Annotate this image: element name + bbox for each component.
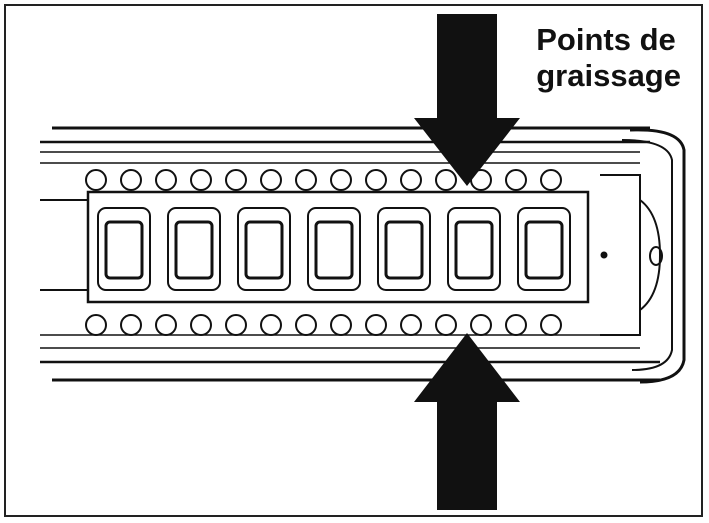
bearing-cage: [86, 190, 590, 304]
slide-rail: [40, 126, 686, 384]
ball-bearings-top: [85, 169, 562, 191]
lubrication-points-label: Points de graissage: [536, 22, 681, 94]
ball-bearings-bottom: [85, 314, 562, 336]
down-arrow-icon: [414, 14, 520, 186]
label-line-2: graissage: [536, 58, 681, 93]
up-arrow-icon: [414, 333, 520, 510]
label-line-1: Points de: [536, 22, 676, 57]
